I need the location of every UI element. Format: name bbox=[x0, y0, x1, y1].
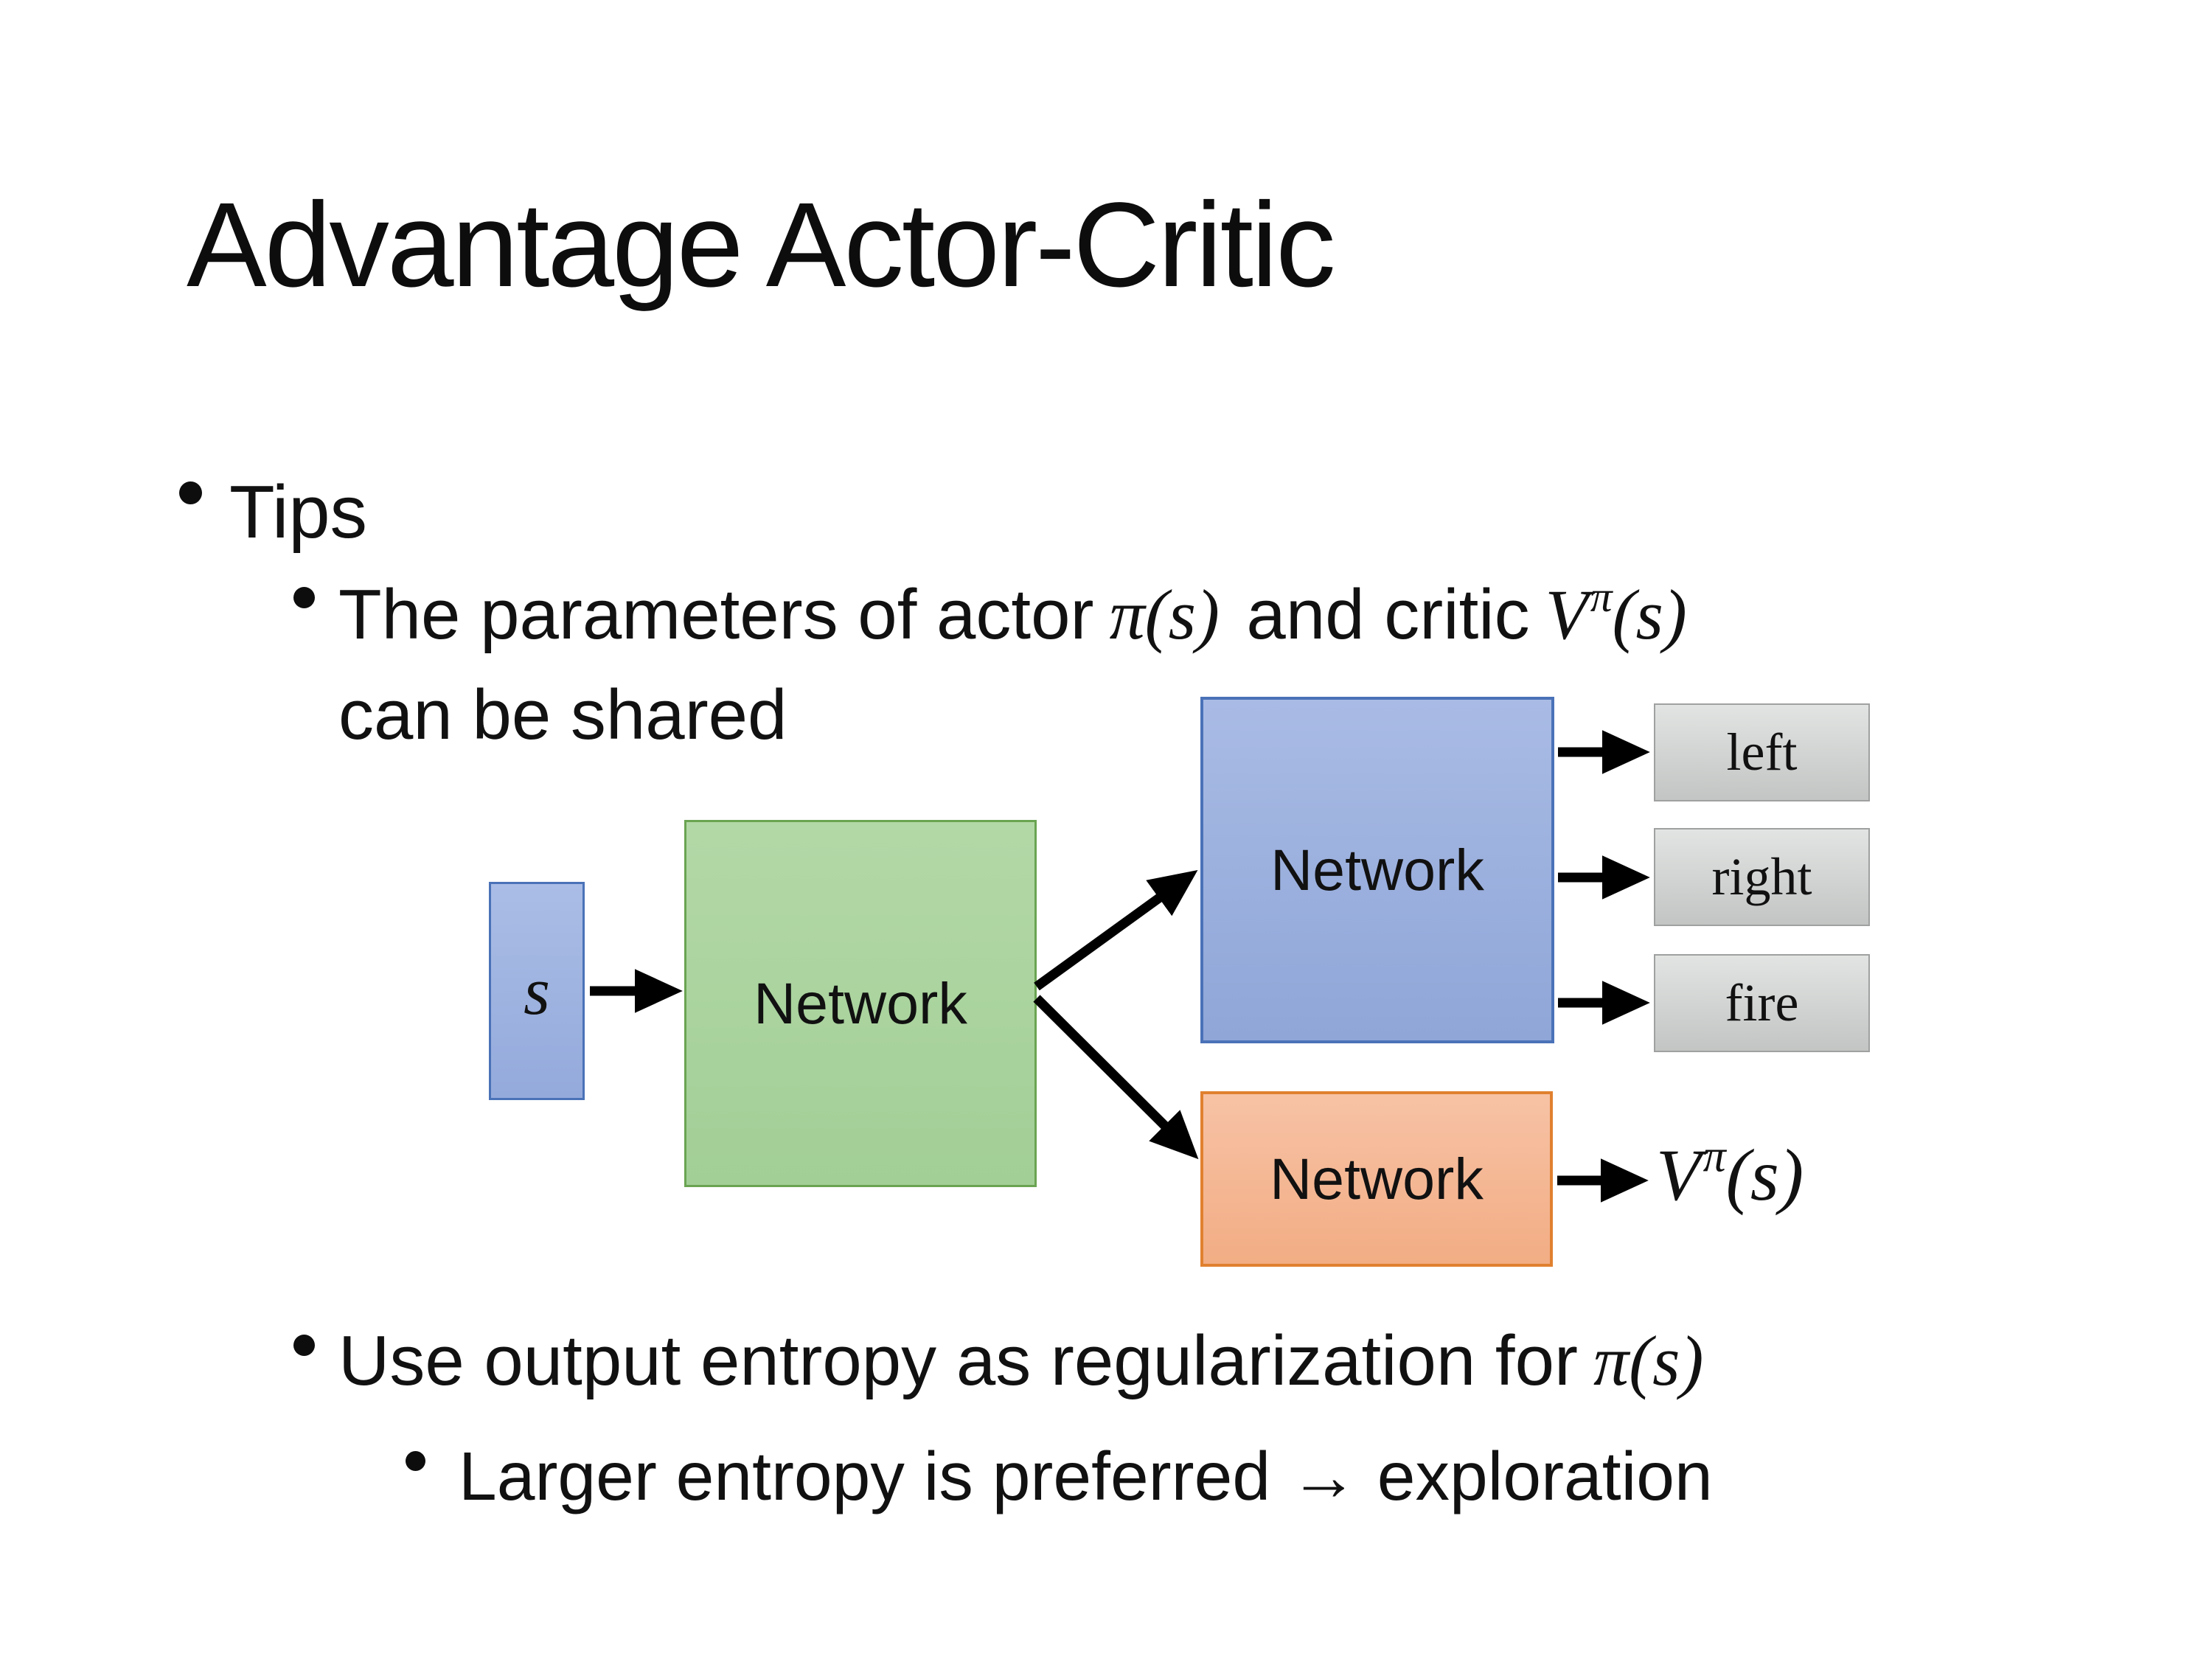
shared-parameters-line2: can be shared bbox=[338, 675, 787, 755]
bullet-tips: Tips bbox=[229, 460, 367, 566]
critic-network-label: Network bbox=[1270, 1146, 1484, 1211]
shared-mid: and critic bbox=[1246, 575, 1530, 654]
action-box-right: right bbox=[1654, 828, 1870, 926]
critic-value-math: Vπ(s) bbox=[1545, 572, 1687, 654]
bullet-icon bbox=[179, 481, 202, 504]
arrow-shared-to-actor bbox=[1034, 869, 1198, 991]
bullet-entropy-regularization: Use output entropy as regularization for… bbox=[338, 1311, 1703, 1411]
policy-math: π(s) bbox=[1593, 1321, 1704, 1400]
actor-network-box: Network bbox=[1200, 697, 1554, 1043]
action-box-fire: fire bbox=[1654, 954, 1870, 1052]
bullet-icon bbox=[406, 1451, 425, 1471]
value-superscript: π bbox=[1703, 1131, 1726, 1182]
shared-network-label: Network bbox=[754, 970, 967, 1036]
page-title: Advantage Actor-Critic bbox=[187, 177, 1336, 312]
action-fire-label: fire bbox=[1725, 973, 1799, 1032]
shared-network-box: Network bbox=[684, 820, 1037, 1187]
action-left-label: left bbox=[1726, 723, 1798, 782]
entropy-prefix: Use output entropy as regularization for bbox=[338, 1321, 1578, 1400]
actor-policy-math: π(s) bbox=[1109, 575, 1220, 654]
state-input-label: s bbox=[524, 953, 550, 1029]
bullet-exploration: Larger entropy is preferred → exploratio… bbox=[459, 1427, 1713, 1525]
arrow-shared-to-critic bbox=[1033, 995, 1199, 1160]
state-input-box: s bbox=[489, 882, 585, 1100]
bullet-icon bbox=[293, 1335, 315, 1356]
actor-network-label: Network bbox=[1270, 837, 1484, 902]
bullet-icon bbox=[293, 587, 315, 608]
critic-network-box: Network bbox=[1200, 1091, 1553, 1267]
exploration-label: Larger entropy is preferred → exploratio… bbox=[459, 1438, 1713, 1514]
tips-label: Tips bbox=[229, 471, 368, 554]
critic-superscript: π bbox=[1590, 572, 1613, 622]
value-output-label: Vπ(s) bbox=[1656, 1131, 1804, 1216]
shared-prefix: The parameters of actor bbox=[338, 575, 1094, 654]
action-right-label: right bbox=[1711, 847, 1812, 906]
action-box-left: left bbox=[1654, 703, 1870, 801]
